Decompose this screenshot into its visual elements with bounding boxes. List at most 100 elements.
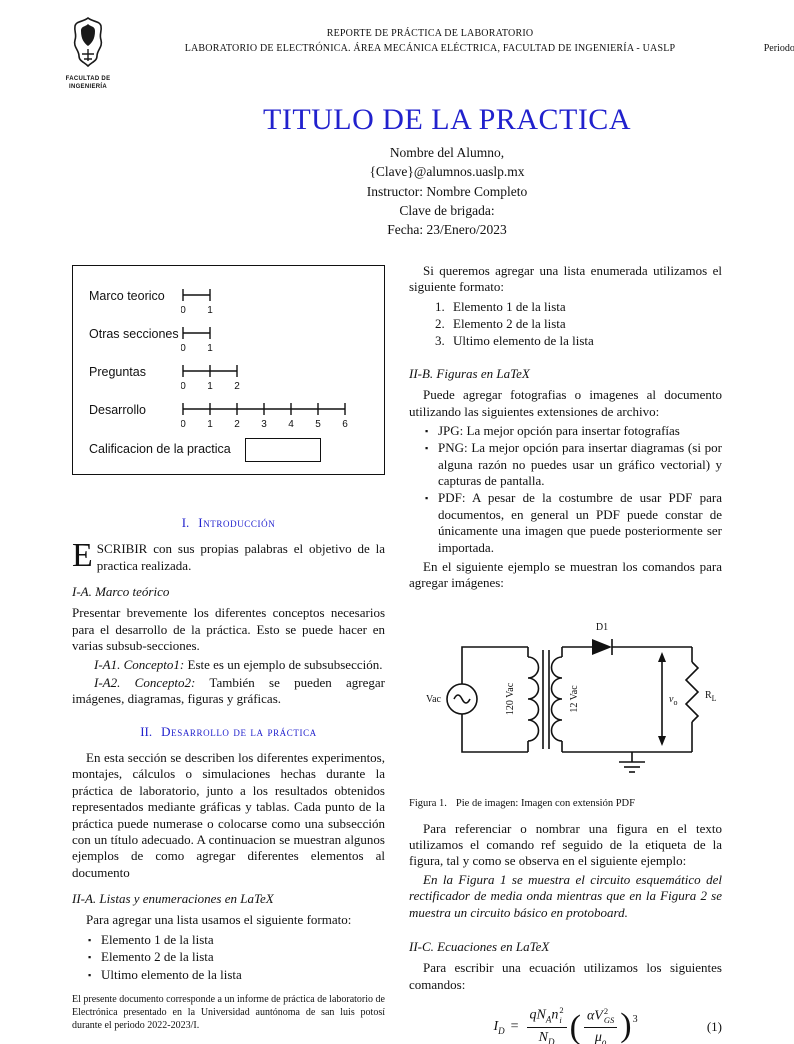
transformer-secondary-coil: [550, 646, 563, 752]
left-column: Marco teorico 0 1 Otras secciones: [72, 263, 385, 1044]
header-center: REPORTE DE PRÁCTICA DE LABORATORIO LABOR…: [126, 16, 734, 56]
figure-caption-text: Pie de imagen: Imagen con extensión PDF: [455, 798, 635, 810]
svg-text:2: 2: [234, 419, 240, 430]
two-column-body: Marco teorico 0 1 Otras secciones: [50, 263, 794, 1044]
subsection-heading-figuras: II-B. Figuras en LaTeX: [409, 365, 530, 381]
section-title: Desarrollo de la práctica: [161, 723, 317, 739]
rubric-row-label: Preguntas: [89, 364, 146, 379]
bullet-icon: ▪: [88, 969, 92, 980]
logo-caption: FACULTAD DE INGENIERÍA: [50, 75, 126, 91]
equation-number: (1): [706, 1018, 722, 1034]
wire: [460, 645, 528, 684]
transformer-core: [541, 649, 550, 749]
logo-caption-line1: FACULTAD DE: [65, 76, 111, 82]
paragraph-concepto2: I-A2. Concepto2: También se pueden agreg…: [72, 675, 385, 708]
right-column: Si queremos agregar una lista enumerada …: [409, 263, 722, 1044]
figure-caption: Figura 1.Pie de imagen: Imagen con exten…: [409, 797, 722, 811]
doc-header: FACULTAD DE INGENIERÍA REPORTE DE PRÁCTI…: [50, 16, 794, 91]
paragraph-text: Este es un ejemplo de subsubsección.: [187, 656, 383, 672]
vo-arrow: [657, 651, 666, 746]
list-item-text: PNG: La mejor opción para insertar diagr…: [438, 440, 722, 489]
list-item-number: 3.: [435, 333, 445, 349]
rubric-row-label: Desarrollo: [89, 402, 146, 417]
score-ruler: 0 1: [181, 326, 213, 354]
primary-voltage-label: 120 Vac: [505, 682, 516, 715]
svg-text:0: 0: [181, 343, 186, 354]
rubric-row-otras: Otras secciones 0 1: [89, 324, 374, 354]
secondary-voltage-label: 12 Vac: [569, 685, 580, 713]
rectifier-circuit-diagram: Vac 120 Vac: [426, 622, 717, 773]
load-label: RL: [705, 690, 717, 703]
author-instructor: Instructor: Nombre Completo: [366, 183, 528, 199]
grade-row: Calificacion de la practica: [89, 437, 374, 462]
svg-text:0: 0: [181, 381, 186, 392]
svg-text:1: 1: [207, 305, 213, 316]
bullet-icon: ▪: [88, 934, 92, 945]
author-name: Nombre del Alumno,: [389, 145, 505, 161]
paragraph: Para agregar una lista usamos el siguien…: [86, 912, 352, 928]
list-item: 1. Elemento 1 de la lista: [409, 299, 722, 315]
section-heading-introduccion: I.Introducción: [72, 515, 385, 531]
svg-text:3: 3: [261, 419, 267, 430]
svg-text:4: 4: [288, 419, 294, 430]
paragraph-example-quote: En la Figura 1 se muestra el circuito es…: [409, 871, 722, 920]
author-date: Fecha: 23/Enero/2023: [387, 221, 507, 237]
resistor-rl: [684, 646, 699, 752]
bullet-icon: ▪: [425, 425, 429, 436]
enumerated-list: 1. Elemento 1 de la lista 2. Elemento 2 …: [409, 299, 722, 350]
subsubsection-lead: I-A1. Concepto1:: [94, 656, 185, 672]
ac-source: [445, 682, 478, 715]
list-item: 2. Elemento 2 de la lista: [409, 316, 722, 332]
section-number: I.: [181, 514, 190, 530]
score-ruler: 0 1: [181, 288, 213, 316]
paragraph: Para escribir una ecuación utilizamos lo…: [409, 960, 722, 992]
output-voltage-label: vo: [669, 694, 677, 707]
svg-text:1: 1: [207, 419, 213, 430]
paragraph: Presentar brevemente los diferentes conc…: [72, 605, 385, 654]
paragraph: Puede agregar fotografias o imagenes al …: [409, 387, 722, 419]
rubric-row-preguntas: Preguntas 0 1 2: [89, 362, 374, 392]
source-label: Vac: [426, 694, 442, 705]
svg-text:0: 0: [181, 305, 186, 316]
author-email: {Clave}@alumnos.uaslp.mx: [369, 164, 525, 180]
score-ruler: 0 1 2: [181, 364, 240, 392]
paragraph: En esta sección se describen los diferen…: [72, 750, 385, 880]
grade-input-box: [244, 437, 321, 462]
svg-text:1: 1: [207, 381, 213, 392]
list-item-text: JPG: La mejor opción para insertar fotog…: [438, 422, 680, 438]
list-item: 3. Ultimo elemento de la lista: [409, 333, 722, 349]
paper-title: TITULO DE LA PRACTICA: [263, 103, 631, 137]
subsection-heading-marco-teorico: I-A. Marco teórico: [72, 584, 170, 600]
score-ruler: 0 1 2 3 4 5 6: [181, 402, 348, 430]
list-item-text: Elemento 1 de la lista: [453, 298, 566, 314]
list-item: ▪ Elemento 1 de la lista: [72, 932, 385, 948]
list-item: ▪ PDF: A pesar de la costumbre de usar P…: [409, 490, 722, 556]
list-item-text: Ultimo elemento de la lista: [453, 333, 594, 349]
grade-label: Calificacion de la practica: [89, 442, 231, 457]
list-item-text: PDF: A pesar de la costumbre de usar PDF…: [438, 490, 722, 555]
subsection-heading-listas: II-A. Listas y enumeraciones en LaTeX: [72, 891, 274, 907]
list-item: ▪ Ultimo elemento de la lista: [72, 967, 385, 983]
list-item: ▪ PNG: La mejor opción para insertar dia…: [409, 440, 722, 489]
header-period: Periodo 2022-2023I: [763, 43, 794, 54]
bullet-list: ▪ JPG: La mejor opción para insertar fot…: [409, 423, 722, 556]
transformer-primary-coil: [526, 646, 539, 752]
thanks-footnote: El presente documento corresponde a un i…: [72, 993, 385, 1032]
rubric-row-label: Marco teorico: [89, 288, 165, 303]
svg-text:6: 6: [342, 419, 348, 430]
dropcap: E: [72, 537, 93, 575]
subsection-heading-ecuaciones: II-C. Ecuaciones en LaTeX: [409, 938, 550, 954]
header-lab-line: LABORATORIO DE ELECTRÓNICA. ÁREA MECÁNIC…: [184, 43, 676, 54]
rubric-row-label: Otras secciones: [89, 326, 179, 341]
header-version: Versión 1: [734, 26, 794, 41]
diode-label: D1: [595, 622, 607, 633]
svg-text:0: 0: [181, 419, 186, 430]
section-number: II.: [140, 723, 153, 739]
wire: [460, 713, 528, 753]
header-report-line: REPORTE DE PRÁCTICA DE LABORATORIO: [326, 28, 534, 39]
paragraph-text: SCRIBIR con sus propias palabras el obje…: [96, 541, 385, 573]
